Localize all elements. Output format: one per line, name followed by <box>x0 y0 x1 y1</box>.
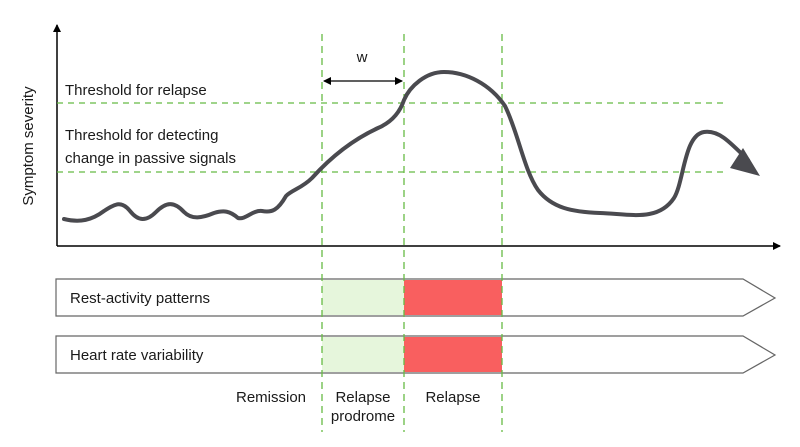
phase-prodrome-label-line2: prodrome <box>331 408 395 425</box>
track-label: Rest-activity patterns <box>70 290 210 307</box>
track-heart-rate-variability: Heart rate variability <box>55 335 777 374</box>
detection-threshold-label-line2: change in passive signals <box>65 150 236 167</box>
window-label: w <box>356 49 368 66</box>
prodrome-block <box>322 280 404 315</box>
phase-prodrome-label-line1: Relapse <box>335 389 390 406</box>
prodrome-block <box>322 337 404 372</box>
curve-arrowhead <box>730 148 760 176</box>
track-label: Heart rate variability <box>70 347 204 364</box>
detection-threshold-label-line1: Threshold for detecting <box>65 127 218 144</box>
relapse-threshold-label: Threshold for relapse <box>65 82 207 99</box>
phase-relapse-label: Relapse <box>425 389 480 406</box>
track-rest-activity: Rest-activity patterns <box>55 278 777 317</box>
symptom-curve <box>62 70 750 223</box>
relapse-block <box>404 280 502 315</box>
y-axis-label: Symptom severity <box>20 86 37 206</box>
phase-remission-label: Remission <box>236 389 306 406</box>
relapse-block <box>404 337 502 372</box>
